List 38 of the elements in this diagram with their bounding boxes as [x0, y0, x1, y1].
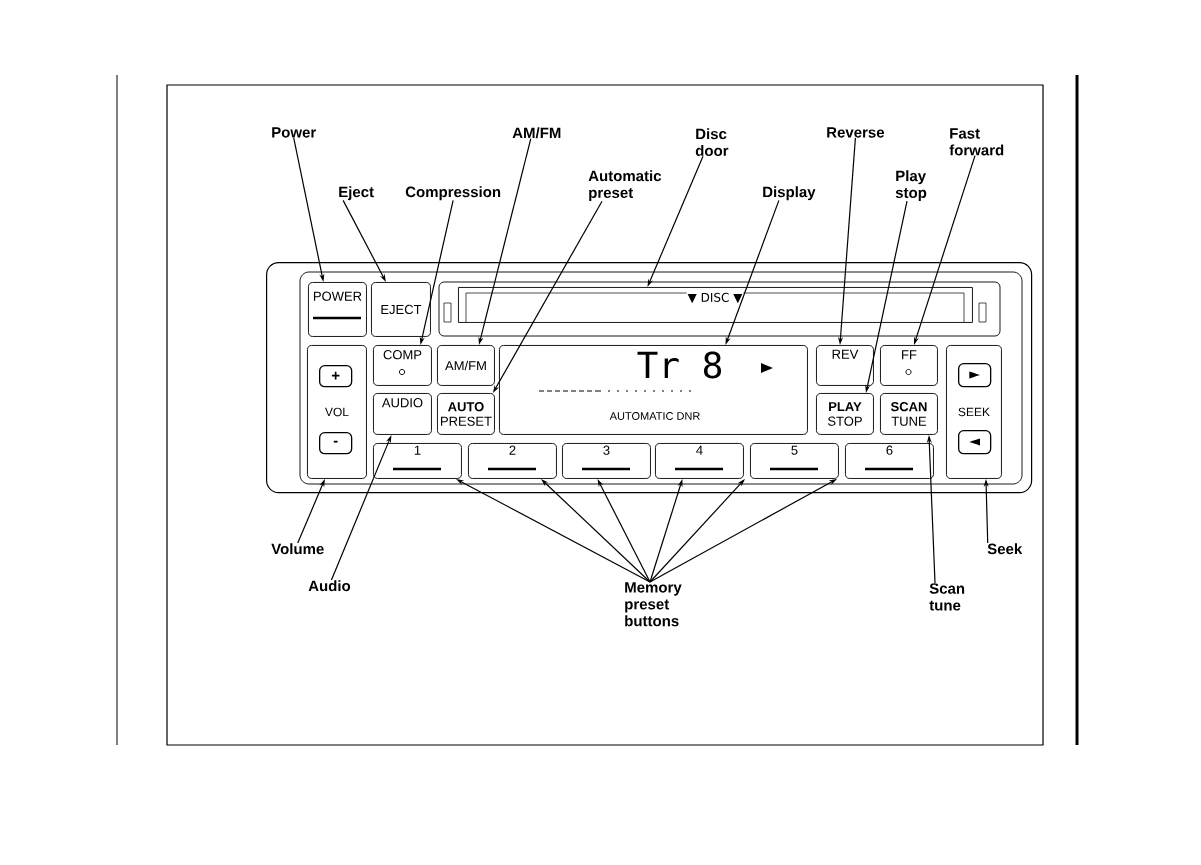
push-button: 6: [845, 443, 934, 479]
push-button: 2: [468, 443, 557, 479]
push-button: FF: [880, 345, 938, 386]
callout-label: Audio: [308, 580, 351, 592]
callout-label: Play stop: [895, 170, 927, 201]
push-button: EJECT: [371, 282, 431, 337]
callout-label: Seek: [987, 543, 1023, 555]
callout-label: AM/FM: [512, 127, 561, 139]
push-button: +: [319, 365, 353, 388]
push-button: ◄: [958, 430, 992, 455]
push-button: ►: [958, 363, 992, 388]
callout-label: Volume: [271, 543, 324, 555]
push-button: POWER: [308, 282, 367, 337]
callout-label: Compression: [405, 186, 501, 201]
callout-label: Disc door: [695, 128, 729, 156]
push-button: 3: [562, 443, 651, 479]
callout-label: Memory preset buttons: [625, 582, 682, 627]
callout-label: Reverse: [827, 127, 885, 138]
disc-slot: ▼ DISC ▼: [443, 287, 987, 323]
callout-label: Automatic preset: [588, 170, 662, 201]
callout-label: Power: [272, 127, 316, 138]
push-button: COMP: [373, 345, 432, 386]
callout-label: Display: [763, 186, 816, 201]
lcd-display: Tr 8 AUTOMATIC DNR: [499, 345, 808, 435]
callout-label: Eject: [339, 186, 374, 201]
callout-label: Scan tune: [929, 583, 965, 611]
push-button: AUDIO: [373, 393, 432, 435]
push-button: AM/FM: [437, 345, 495, 386]
push-button: AUTO PRESET: [437, 393, 495, 435]
push-button: REV: [816, 345, 874, 386]
push-button: -: [319, 432, 353, 455]
push-button: 1: [373, 443, 462, 479]
push-button: 4: [655, 443, 744, 479]
callout-label: Fast forward: [949, 128, 1004, 156]
radio-faceplate: [266, 262, 1033, 494]
push-button: PLAY STOP: [816, 393, 874, 435]
push-button: SCAN TUNE: [880, 393, 938, 435]
push-button: 5: [750, 443, 839, 479]
